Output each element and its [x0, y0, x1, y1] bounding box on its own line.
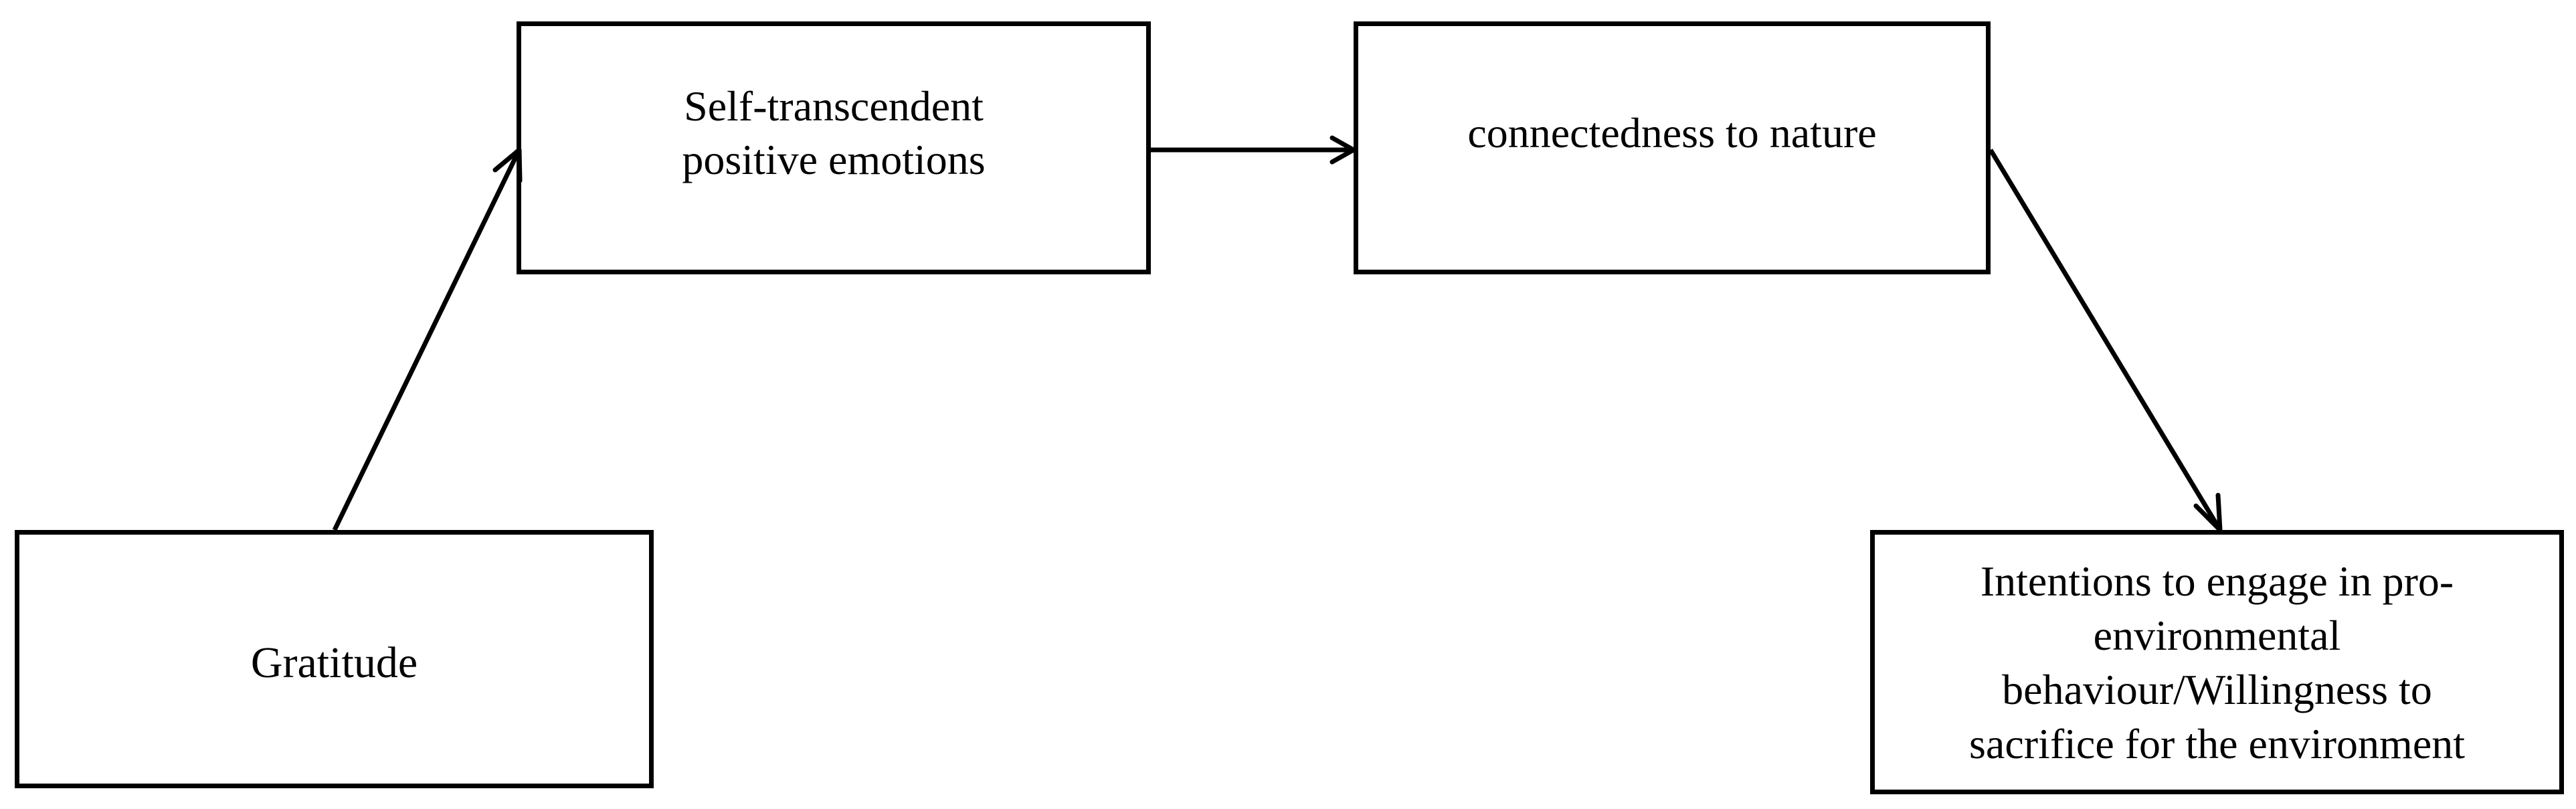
edge-gratitude-to-self-transcendent-line: [332, 149, 522, 531]
self-transcendent-emotions-box: Self-transcendent positive emotions: [517, 21, 1151, 274]
arrowhead-icon: [2193, 492, 2223, 533]
connectedness-to-nature-label: connectedness to nature: [1467, 108, 1877, 157]
self-transcendent-emotions-label: Self-transcendent positive emotions: [682, 82, 986, 183]
gratitude-label: Gratitude: [250, 638, 418, 687]
gratitude-box: Gratitude: [15, 530, 654, 788]
arrowhead-icon: [1329, 135, 1356, 165]
pro-environmental-intentions-box: Intentions to engage in pro- environment…: [1870, 530, 2564, 794]
edge-gratitude-to-self-transcendent: [332, 147, 523, 531]
edge-connectedness-to-intentions: [1989, 149, 2223, 533]
edge-self-transcendent-to-connectedness: [1151, 135, 1356, 165]
connectedness-to-nature-box: connectedness to nature: [1354, 21, 1991, 274]
edge-connectedness-to-intentions-line: [1989, 149, 2222, 531]
pro-environmental-intentions-label: Intentions to engage in pro- environment…: [1969, 557, 2465, 768]
